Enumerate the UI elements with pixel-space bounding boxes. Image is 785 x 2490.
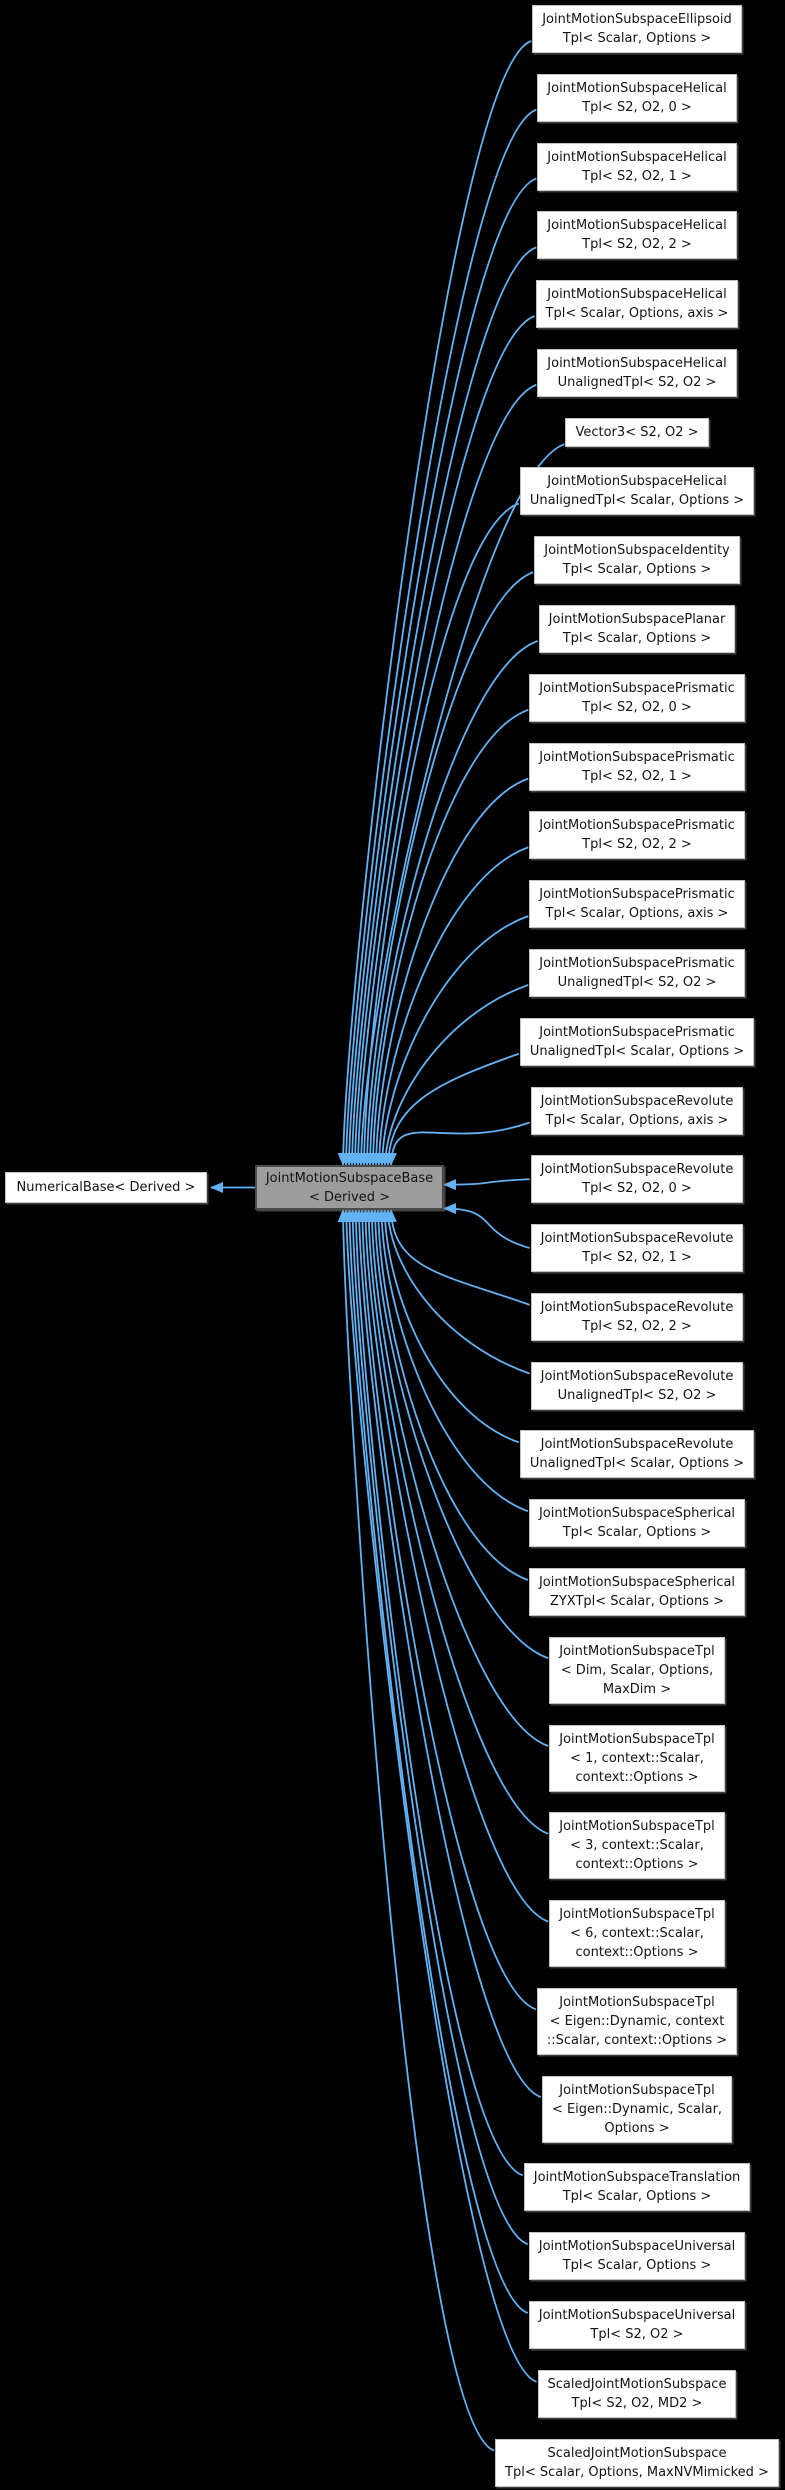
derived-class-node[interactable]: JointMotionSubspaceUniversal Tpl< Scalar… — [528, 2232, 746, 2281]
current-class-node: JointMotionSubspaceBase < Derived > — [255, 1165, 444, 1210]
derived-class-node[interactable]: JointMotionSubspaceSpherical ZYXTpl< Sca… — [528, 1567, 746, 1616]
derived-class-node[interactable]: JointMotionSubspaceRevolute UnalignedTpl… — [519, 1430, 755, 1479]
derived-class-node[interactable]: JointMotionSubspaceUniversal Tpl< S2, O2… — [528, 2301, 746, 2349]
derived-class-node[interactable]: JointMotionSubspaceSpherical Tpl< Scalar… — [528, 1499, 746, 1548]
derived-class-node[interactable]: JointMotionSubspacePrismatic Tpl< Scalar… — [529, 880, 745, 929]
base-class-node[interactable]: NumericalBase< Derived > — [5, 1172, 207, 1203]
derived-class-node[interactable]: JointMotionSubspaceTpl < 3, context::Sca… — [549, 1812, 725, 1880]
derived-class-node[interactable]: JointMotionSubspaceIdentity Tpl< Scalar,… — [534, 536, 740, 585]
derived-class-node[interactable]: JointMotionSubspacePrismatic UnalignedTp… — [519, 1017, 755, 1066]
derived-class-node[interactable]: JointMotionSubspacePlanar Tpl< Scalar, O… — [538, 605, 736, 654]
derived-class-node[interactable]: Vector3< S2, O2 > — [565, 417, 709, 447]
derived-class-node[interactable]: JointMotionSubspacePrismatic UnalignedTp… — [529, 948, 745, 997]
derived-class-node[interactable]: JointMotionSubspaceRevolute Tpl< S2, O2,… — [530, 1155, 744, 1204]
derived-class-node[interactable]: JointMotionSubspaceRevolute Tpl< S2, O2,… — [530, 1292, 744, 1341]
derived-class-node[interactable]: JointMotionSubspaceHelical Tpl< S2, O2, … — [537, 142, 737, 191]
derived-class-node[interactable]: JointMotionSubspaceTpl < Dim, Scalar, Op… — [549, 1636, 725, 1704]
derived-class-node[interactable]: JointMotionSubspaceTranslation Tpl< Scal… — [523, 2163, 751, 2212]
derived-classes-column: JointMotionSubspaceEllipsoid Tpl< Scalar… — [489, 5, 785, 2487]
derived-class-node[interactable]: JointMotionSubspaceEllipsoid Tpl< Scalar… — [532, 5, 742, 53]
derived-class-node[interactable]: JointMotionSubspaceTpl < 1, context::Sca… — [549, 1724, 725, 1792]
derived-class-node[interactable]: JointMotionSubspacePrismatic Tpl< S2, O2… — [529, 811, 745, 860]
derived-class-node[interactable]: JointMotionSubspacePrismatic Tpl< S2, O2… — [529, 673, 745, 722]
derived-class-node[interactable]: JointMotionSubspaceHelical UnalignedTpl<… — [519, 467, 755, 516]
derived-class-node[interactable]: ScaledJointMotionSubspace Tpl< S2, O2, M… — [537, 2369, 737, 2418]
derived-class-node[interactable]: JointMotionSubspacePrismatic Tpl< S2, O2… — [529, 742, 745, 791]
derived-class-node[interactable]: JointMotionSubspaceRevolute Tpl< Scalar,… — [530, 1086, 744, 1135]
inheritance-arrow — [337, 1209, 495, 2452]
derived-class-node[interactable]: JointMotionSubspaceTpl < Eigen::Dynamic,… — [541, 2075, 733, 2143]
derived-class-node[interactable]: JointMotionSubspaceRevolute Tpl< S2, O2,… — [530, 1224, 744, 1273]
derived-class-node[interactable]: JointMotionSubspaceTpl < Eigen::Dynamic,… — [536, 1987, 738, 2055]
derived-class-node[interactable]: JointMotionSubspaceRevolute UnalignedTpl… — [530, 1361, 744, 1410]
derived-class-node[interactable]: ScaledJointMotionSubspace Tpl< Scalar, O… — [495, 2438, 779, 2487]
derived-class-node[interactable]: JointMotionSubspaceHelical Tpl< Scalar, … — [535, 280, 739, 329]
derived-class-node[interactable]: JointMotionSubspaceHelical UnalignedTpl<… — [537, 348, 737, 397]
derived-class-node[interactable]: JointMotionSubspaceTpl < 6, context::Sca… — [549, 1900, 725, 1968]
derived-class-node[interactable]: JointMotionSubspaceHelical Tpl< S2, O2, … — [537, 73, 737, 122]
derived-class-node[interactable]: JointMotionSubspaceHelical Tpl< S2, O2, … — [537, 211, 737, 260]
